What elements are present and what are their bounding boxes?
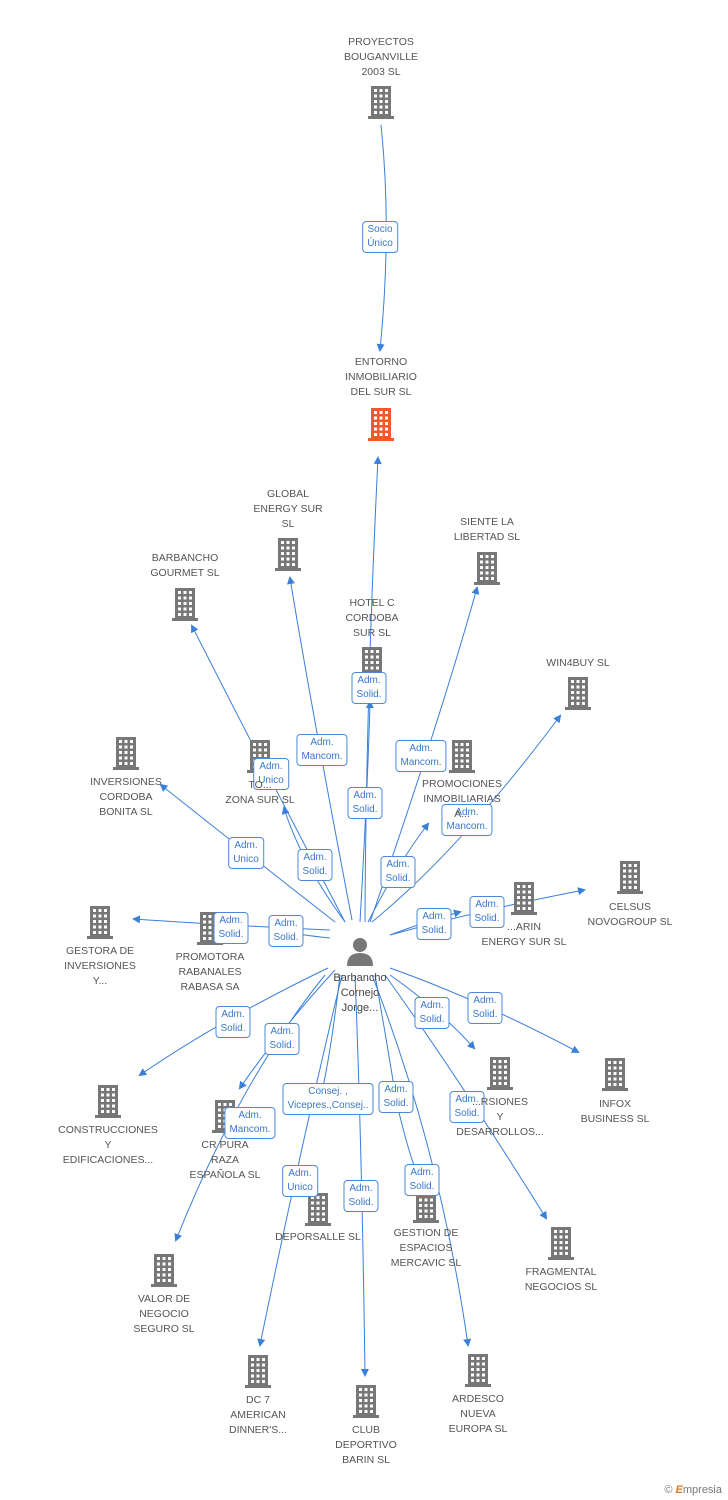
building-icon-n3[interactable] xyxy=(275,538,301,571)
building-icon-n5[interactable] xyxy=(172,588,198,621)
building-icon-n11[interactable] xyxy=(617,861,643,894)
edge-label-e8[interactable]: Adm. Unico xyxy=(228,837,264,869)
building-icon-n21[interactable] xyxy=(548,1227,574,1260)
edge-e3 xyxy=(287,576,353,921)
building-icon-n10[interactable] xyxy=(449,740,475,773)
node-label-n10[interactable]: PROMOCIONES INMOBILIARIAS A... xyxy=(422,778,502,820)
edge-label-e2[interactable]: Adm. Solid. xyxy=(351,672,387,704)
edge-label-e25[interactable]: Adm. Solid. xyxy=(404,1164,440,1196)
node-label-n12[interactable]: ...ARIN ENERGY SUR SL xyxy=(481,921,567,948)
node-label-n15[interactable]: INFOX BUSINESS SL xyxy=(580,1098,650,1125)
copyright-symbol: © xyxy=(664,1484,673,1496)
edge-label-e21[interactable]: Adm. Mancom. xyxy=(224,1107,276,1139)
edge-e24 xyxy=(354,974,369,1377)
node-label-n19[interactable]: DEPORSALLE SL xyxy=(275,1231,361,1243)
building-icon-n17[interactable] xyxy=(95,1085,121,1118)
node-label-n23[interactable]: DC 7 AMERICAN DINNER'S... xyxy=(228,1394,288,1436)
edge-label-e12[interactable]: Adm. Solid. xyxy=(268,915,304,947)
node-label-n18[interactable]: CR PURA RAZA ESPAÑOLA SL xyxy=(189,1139,261,1181)
edge-e25 xyxy=(371,974,472,1347)
node-label-n3[interactable]: GLOBAL ENERGY SUR SL xyxy=(253,488,323,530)
edge-e22 xyxy=(384,974,548,1220)
edge-label-e1[interactable]: Socio Único xyxy=(362,221,398,253)
building-icon-n25[interactable] xyxy=(465,1354,491,1387)
edge-e21 xyxy=(174,974,326,1242)
node-label-n21[interactable]: FRAGMENTAL NEGOCIOS SL xyxy=(524,1266,598,1293)
node-label-n20[interactable]: GESTION DE ESPACIOS MERCAVIC SL xyxy=(390,1227,462,1269)
node-label-n8[interactable]: INVERSIONES CORDOBA BONITA SL xyxy=(90,776,162,818)
building-icon-n19[interactable] xyxy=(305,1193,331,1226)
center-person-label[interactable]: Barbancho Cornejo Jorge... xyxy=(333,972,387,1014)
edge-label-e23[interactable]: Adm. Unico xyxy=(282,1165,318,1197)
edge-label-e18[interactable]: Adm. Solid. xyxy=(414,997,450,1029)
edge-label-e3[interactable]: Adm. Mancom. xyxy=(296,734,348,766)
node-label-n17[interactable]: CONSTRUCCIONES Y EDIFICACIONES... xyxy=(58,1124,158,1166)
building-icon-n1[interactable] xyxy=(368,86,394,119)
edge-label-e6[interactable]: Adm. Mancom. xyxy=(395,740,447,772)
brand-initial: E xyxy=(675,1484,683,1496)
node-label-n24[interactable]: CLUB DEPORTIVO BARIN SL xyxy=(335,1424,397,1466)
edge-label-e16[interactable]: Adm. Solid. xyxy=(264,1023,300,1055)
edge-label-e9[interactable]: Adm. Solid. xyxy=(297,849,333,881)
building-icon-n22[interactable] xyxy=(151,1254,177,1287)
node-label-n14[interactable]: PROMOTORA RABANALES RABASA SA xyxy=(175,951,245,993)
building-icon-n2[interactable] xyxy=(368,408,394,441)
node-label-n1[interactable]: PROYECTOS BOUGANVILLE 2003 SL xyxy=(343,36,419,78)
node-label-n2[interactable]: ENTORNO INMOBILIARIO DEL SUR SL xyxy=(345,356,417,398)
edge-label-e14[interactable]: Adm. Solid. xyxy=(469,896,505,928)
node-label-n22[interactable]: VALOR DE NEGOCIO SEGURO SL xyxy=(133,1293,195,1335)
node-label-n6[interactable]: HOTEL C CORDOBA SUR SL xyxy=(345,597,399,639)
edge-label-e15[interactable]: Adm. Solid. xyxy=(215,1006,251,1038)
edge-label-e11[interactable]: Adm. Solid. xyxy=(213,912,249,944)
edge-label-e19[interactable]: Consej. , Vicepres.,Consej.. xyxy=(282,1083,374,1115)
building-icon-n23[interactable] xyxy=(245,1355,271,1388)
node-label-n9[interactable]: TO... ZONA SUR SL xyxy=(225,779,295,806)
building-icon-n13[interactable] xyxy=(87,906,113,939)
edge-label-e5[interactable]: Adm. Solid. xyxy=(347,787,383,819)
node-label-n25[interactable]: ARDESCO NUEVA EUROPA SL xyxy=(448,1393,508,1435)
edge-label-e4[interactable]: Adm. Unico xyxy=(253,758,289,790)
building-icon-n15[interactable] xyxy=(602,1058,628,1091)
building-icon-n24[interactable] xyxy=(353,1385,379,1418)
edge-label-e10[interactable]: Adm. Solid. xyxy=(380,856,416,888)
building-icon-n8[interactable] xyxy=(113,737,139,770)
node-label-n4[interactable]: SIENTE LA LIBERTAD SL xyxy=(453,516,521,543)
edge-label-e20[interactable]: Adm. Solid. xyxy=(378,1081,414,1113)
building-icon-n4[interactable] xyxy=(474,552,500,585)
brand-name: mpresia xyxy=(682,1484,722,1496)
edge-label-e13[interactable]: Adm. Solid. xyxy=(416,908,452,940)
edge-label-e17[interactable]: Adm. Solid. xyxy=(467,992,503,1024)
node-label-n13[interactable]: GESTORA DE INVERSIONES Y... xyxy=(64,945,136,987)
building-icon-n7[interactable] xyxy=(565,677,591,710)
building-icon-n12[interactable] xyxy=(511,882,537,915)
edge-label-e22[interactable]: Adm. Solid. xyxy=(449,1091,485,1123)
node-label-n11[interactable]: CELSUS NOVOGROUP SL xyxy=(587,901,673,928)
node-label-n7[interactable]: WIN4BUY SL xyxy=(546,657,610,669)
edge-label-e7[interactable]: Adm. Mancom. xyxy=(441,804,493,836)
node-label-n16[interactable]: ...RSIONES Y DESARROLLOS... xyxy=(456,1096,544,1138)
person-icon[interactable] xyxy=(347,938,373,966)
edge-label-e24[interactable]: Adm. Solid. xyxy=(343,1180,379,1212)
credit: © Empresia xyxy=(664,1484,722,1496)
edge-e23 xyxy=(257,974,343,1347)
node-label-n5[interactable]: BARBANCHO GOURMET SL xyxy=(150,552,220,579)
building-icon-n16[interactable] xyxy=(487,1057,513,1090)
